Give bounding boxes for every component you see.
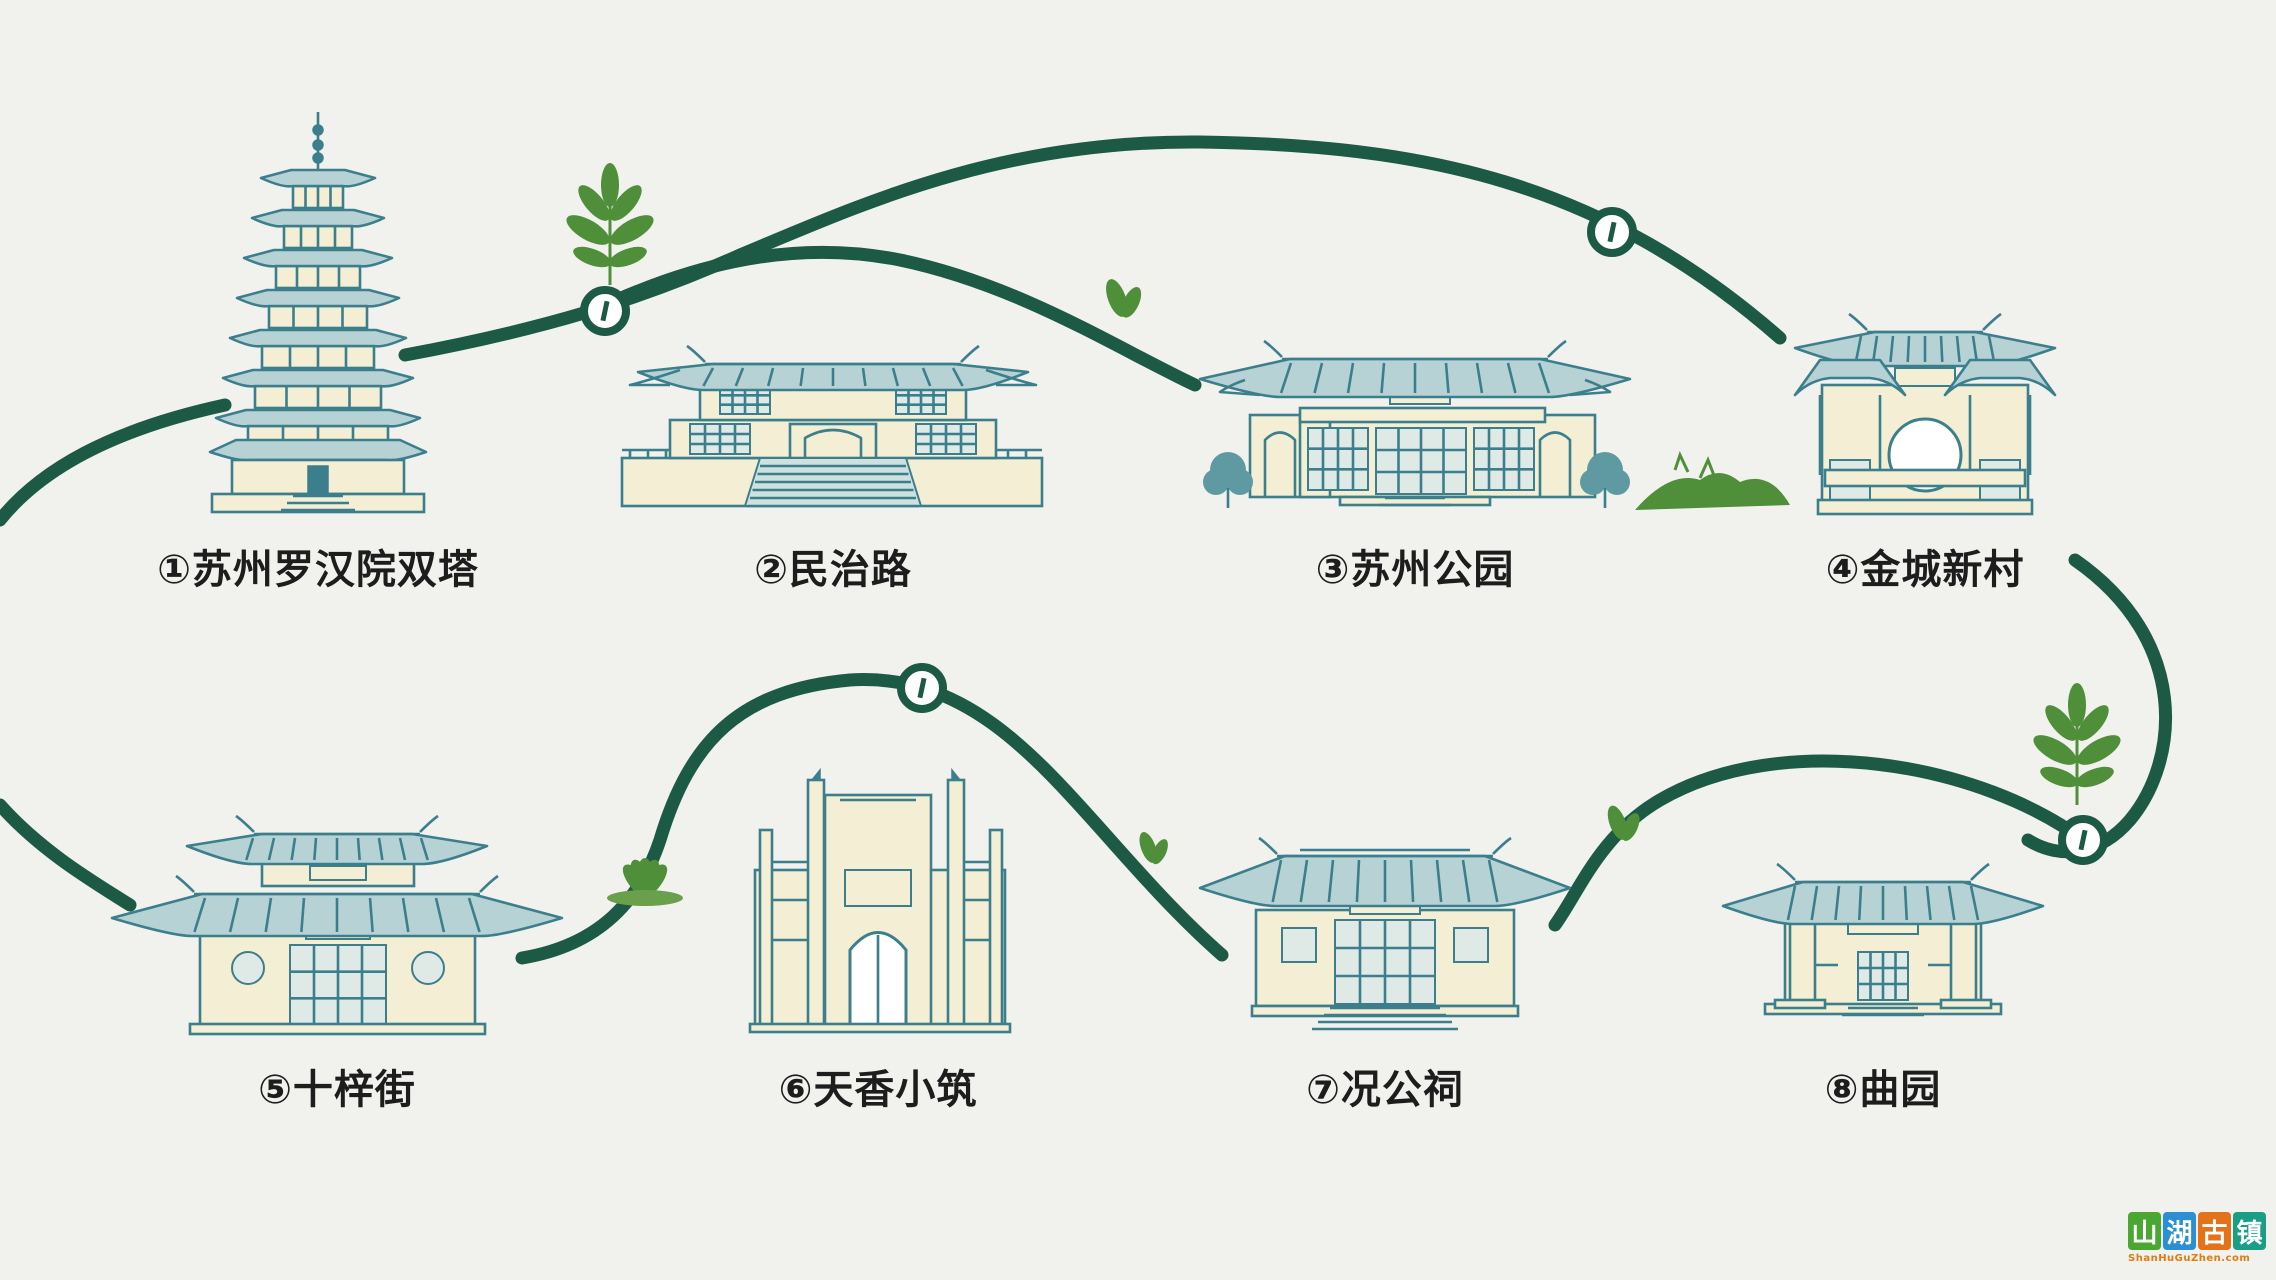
- building-moon-gate: [1793, 312, 2057, 516]
- stop-label-8: ⑧曲园: [1824, 1067, 1942, 1113]
- stop-label-3: ③苏州公园: [1315, 547, 1515, 593]
- leaf-sprig-1: [566, 163, 654, 285]
- route-markers: [580, 207, 2108, 865]
- building-gate-arch: [748, 767, 1012, 1034]
- building-pavilion-terrace: [620, 344, 1044, 508]
- route-segment-8-7: [1548, 754, 2097, 932]
- building-garden-hall: [1721, 862, 2045, 1017]
- building-pagoda: [208, 112, 428, 514]
- route-arc-left-bottom: [0, 798, 137, 912]
- route-marker-2: [1587, 207, 1637, 257]
- leaf-small-1: [1106, 279, 1142, 318]
- leaves: [566, 163, 2121, 906]
- leaf-sprig-2: [2033, 683, 2121, 805]
- stop-label-5: ⑤十梓街: [258, 1067, 416, 1113]
- leaf-small-3: [1607, 805, 1640, 841]
- logo-url: ShanHuGuZhen.com: [2128, 1253, 2251, 1264]
- stop-label-1: ①苏州罗汉院双塔: [157, 547, 479, 593]
- logo-char-3: 古: [2198, 1212, 2231, 1250]
- route-marker-1: [580, 286, 630, 336]
- stop-label-7: ⑦况公祠: [1306, 1067, 1464, 1113]
- site-logo: 山 湖 古 镇 ShanHuGuZhen.com: [2128, 1212, 2268, 1274]
- building-two-storey-hall: [110, 814, 564, 1036]
- tree-right: [1580, 452, 1630, 508]
- logo-char-4: 镇: [2233, 1212, 2266, 1250]
- grass-patch: [1635, 450, 1790, 510]
- route-arc-left-top: [0, 398, 232, 527]
- buildings: [110, 112, 2057, 1036]
- logo-char-1: 山: [2128, 1212, 2161, 1250]
- lotus-plant: [607, 858, 683, 906]
- leaf-small-2: [1139, 832, 1168, 865]
- tree-left: [1203, 452, 1253, 508]
- logo-char-2: 湖: [2163, 1212, 2196, 1250]
- route-segment-branch: [588, 245, 1202, 392]
- route-marker-3: [897, 663, 947, 713]
- stop-label-4: ④金城新村: [1825, 547, 2025, 593]
- building-hall: [1198, 339, 1632, 508]
- stop-label-2: ②民治路: [754, 547, 912, 593]
- stop-label-6: ⑥天香小筑: [778, 1067, 978, 1113]
- building-temple: [1198, 836, 1572, 1031]
- route-marker-4: [2058, 815, 2108, 865]
